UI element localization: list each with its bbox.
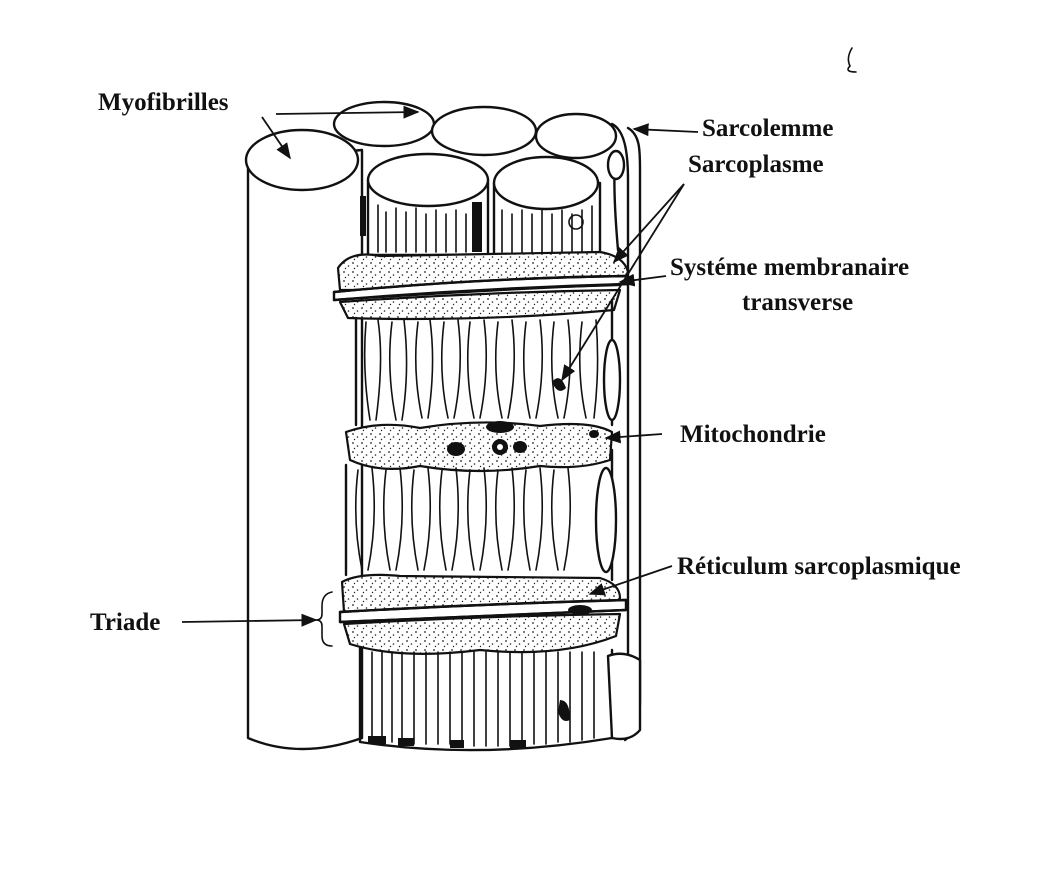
- arrow-sarcoplasme-1: [612, 183, 685, 264]
- label-transverse: transverse: [742, 289, 854, 316]
- label-sarcolemme: Sarcolemme: [702, 115, 834, 142]
- label-myofibrilles: Myofibrilles: [98, 89, 229, 116]
- stray-mark: [847, 47, 857, 73]
- lower-stippled-band: [338, 573, 628, 655]
- mitochondria-band: [344, 421, 614, 473]
- arrow-myofibrilles-1: [261, 116, 291, 160]
- arrow-reticulum: [588, 565, 673, 596]
- label-mitochondrie: Mitochondrie: [680, 421, 826, 448]
- bottom-tubules: [358, 646, 642, 752]
- left-myofibril-cylinder: [244, 128, 364, 751]
- label-sarcoplasme: Sarcoplasme: [688, 151, 824, 178]
- upper-stippled-band: [332, 250, 630, 321]
- arrow-triade: [181, 613, 318, 627]
- arrow-systeme: [618, 273, 667, 287]
- label-reticulum-sarcoplasmique: Réticulum sarcoplasmique: [677, 553, 961, 580]
- label-systeme-membranaire: Systéme membranaire: [670, 254, 910, 281]
- label-triade: Triade: [90, 609, 161, 636]
- middle-tubules-lower: [344, 448, 618, 582]
- front-row-myofibrils: [360, 152, 602, 257]
- arrow-sarcolemme: [632, 123, 699, 137]
- middle-tubules-upper: [354, 298, 622, 427]
- arrow-myofibrilles-2: [275, 105, 420, 119]
- leader-arrows: [181, 105, 699, 627]
- back-row-myofibrils: [332, 100, 626, 252]
- arrow-mitochondrie: [604, 430, 663, 444]
